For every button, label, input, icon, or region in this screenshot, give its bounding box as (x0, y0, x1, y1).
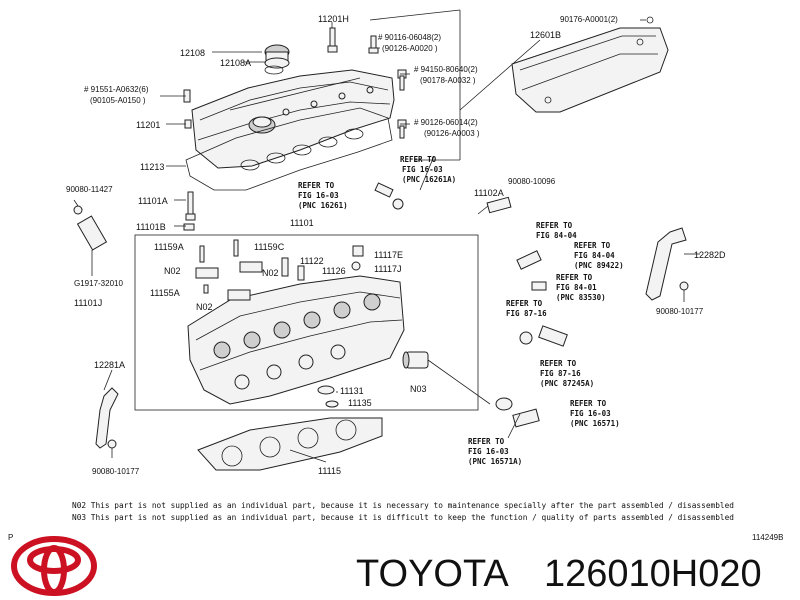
label-n02-a: N02 (164, 266, 181, 276)
label-90116: # 90116-06048(2) (378, 33, 441, 42)
svg-text:FIG 16-03: FIG 16-03 (298, 191, 339, 200)
label-94150: # 94150-80640(2) (414, 65, 478, 74)
cylinder-head-assembly-frame (134, 234, 479, 411)
label-90105: (90105-A0150 ) (90, 96, 146, 105)
sensors (107, 182, 689, 449)
refer-block-16261A: REFER TO FIG 16-03 (PNC 16261A) (400, 155, 456, 184)
label-11155A: 11155A (150, 288, 180, 298)
svg-text:REFER TO: REFER TO (574, 241, 611, 250)
label-11126: 11126 (322, 266, 346, 276)
svg-text:(PNC 87245A): (PNC 87245A) (540, 379, 594, 388)
svg-text:FIG 16-03: FIG 16-03 (570, 409, 611, 418)
svg-text:FIG 84-04: FIG 84-04 (536, 231, 577, 240)
label-11101J: 11101J (74, 298, 102, 308)
svg-text:(PNC 16261A): (PNC 16261A) (402, 175, 456, 184)
corner-code-left: P (8, 533, 13, 542)
refer-block-83530: REFER TO FIG 84-01 (PNC 83530) (556, 273, 606, 302)
label-90080-10096: 90080-10096 (508, 177, 556, 186)
label-n02-c: N02 (196, 302, 213, 312)
label-90080-10177-right: 90080-10177 (656, 307, 704, 316)
svg-text:REFER TO: REFER TO (570, 399, 607, 408)
plug-n03 (402, 351, 429, 369)
label-11115: 11115 (318, 466, 341, 476)
refer-block-87245A: REFER TO FIG 87-16 (PNC 87245A) (540, 359, 594, 388)
label-11159A: 11159A (154, 242, 184, 252)
svg-text:REFER TO: REFER TO (506, 299, 543, 308)
label-91551: # 91551-A0632(6) (84, 85, 149, 94)
label-11101A: 11101A (138, 196, 168, 206)
label-11135: 11135 (348, 398, 372, 408)
svg-text:FIG 16-03: FIG 16-03 (402, 165, 443, 174)
label-11213: 11213 (140, 162, 164, 172)
cylinder-head-cover (191, 69, 395, 169)
seal-11131 (317, 385, 339, 408)
refer-block-16571: REFER TO FIG 16-03 (PNC 16571) (570, 399, 620, 428)
corner-code-right: 114249B (752, 533, 783, 542)
label-90178: (90178-A0032 ) (420, 76, 476, 85)
svg-text:REFER TO: REFER TO (536, 221, 573, 230)
label-90126-a0020: (90126-A0020 ) (382, 44, 438, 53)
label-12282D: 12282D (694, 250, 726, 260)
label-11131: 11131 (340, 386, 364, 396)
svg-text:REFER TO: REFER TO (540, 359, 577, 368)
note-n02: N02 This part is not supplied as an indi… (72, 501, 734, 510)
refer-block-89422: REFER TO FIG 84-04 (PNC 89422) (574, 241, 624, 270)
label-12108A: 12108A (220, 58, 251, 68)
refer-block-16261: REFER TO FIG 16-03 (PNC 16261) (298, 181, 348, 210)
label-90080-10177-left: 90080-10177 (92, 467, 140, 476)
refer-block-16571A: REFER TO FIG 16-03 (PNC 16571A) (468, 437, 522, 466)
head-gasket (197, 417, 383, 471)
svg-text:FIG 16-03: FIG 16-03 (468, 447, 509, 456)
oil-filler-cap (264, 44, 290, 75)
svg-text:(PNC 16261): (PNC 16261) (298, 201, 348, 210)
label-12281A: 12281A (94, 360, 125, 370)
label-11101B: 11101B (136, 222, 166, 232)
svg-text:FIG 87-16: FIG 87-16 (540, 369, 581, 378)
svg-text:(PNC 89422): (PNC 89422) (574, 261, 624, 270)
refer-block-84-04: REFER TO FIG 84-04 (536, 221, 577, 240)
label-90126-06014: # 90126-06014(2) (414, 118, 478, 127)
cylinder-head (187, 275, 405, 405)
svg-text:FIG 84-04: FIG 84-04 (574, 251, 615, 260)
svg-text:(PNC 16571A): (PNC 16571A) (468, 457, 522, 466)
label-n03: N03 (410, 384, 427, 394)
label-11101: 11101 (290, 218, 314, 228)
label-11122: 11122 (300, 256, 324, 266)
oil-control-valve (73, 205, 108, 251)
label-90080-11427: 90080-11427 (66, 185, 113, 194)
label-11117J: 11117J (374, 264, 402, 274)
svg-text:REFER TO: REFER TO (298, 181, 335, 190)
svg-text:FIG 87-16: FIG 87-16 (506, 309, 547, 318)
label-90176: 90176-A0001(2) (560, 15, 618, 24)
svg-text:(PNC 16571): (PNC 16571) (570, 419, 620, 428)
head-cover-gasket (185, 107, 393, 191)
label-g1917-32010: G1917-32010 (74, 279, 123, 288)
label-90126-a0003: (90126-A0003 ) (424, 129, 480, 138)
svg-text:REFER TO: REFER TO (468, 437, 505, 446)
label-12601B: 12601B (530, 30, 561, 40)
svg-text:FIG 84-01: FIG 84-01 (556, 283, 597, 292)
label-11117E: 11117E (374, 250, 403, 260)
label-11102A: 11102A (474, 188, 504, 198)
label-11201H: 11201H (318, 14, 349, 24)
engine-cover (511, 16, 669, 113)
brand-name: TOYOTA (356, 553, 509, 595)
label-11201: 11201 (136, 120, 160, 130)
svg-text:(PNC 83530): (PNC 83530) (556, 293, 606, 302)
part-number: 126010H020 (544, 553, 762, 595)
label-11159C: 11159C (254, 242, 285, 252)
note-n03: N03 This part is not supplied as an indi… (72, 513, 734, 522)
toyota-logo (11, 536, 97, 596)
svg-text:REFER TO: REFER TO (556, 273, 593, 282)
label-12108: 12108 (180, 48, 205, 58)
label-n02-b: N02 (262, 268, 279, 278)
engine-hanger-12281A (95, 387, 119, 449)
svg-text:REFER TO: REFER TO (400, 155, 437, 164)
refer-block-87-16: REFER TO FIG 87-16 (506, 299, 547, 318)
cam-bearing-caps (195, 239, 364, 301)
engine-hanger-12282D (645, 227, 687, 301)
leader-lines (73, 9, 700, 463)
